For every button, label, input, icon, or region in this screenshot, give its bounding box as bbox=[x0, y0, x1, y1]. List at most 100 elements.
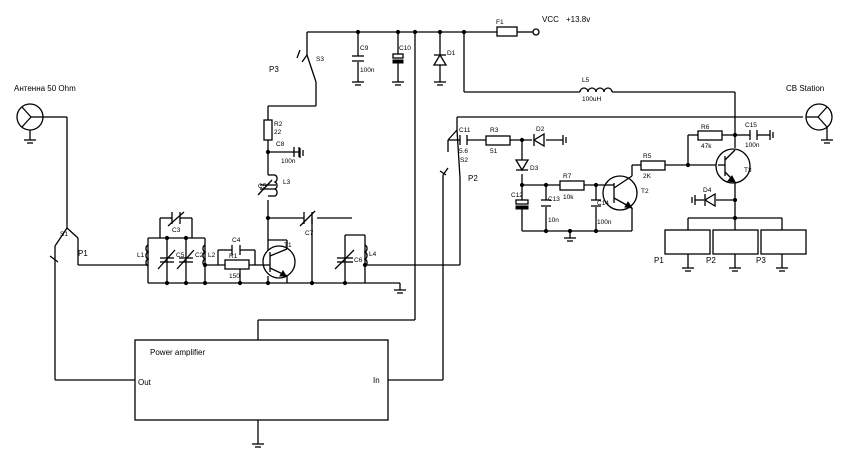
label-l3: L3 bbox=[283, 179, 291, 186]
label-c5-top: C5 bbox=[258, 183, 267, 190]
capacitor-c4 bbox=[231, 245, 241, 255]
diode-d1 bbox=[432, 53, 448, 66]
diode-d2 bbox=[532, 132, 545, 148]
inductor-l1 bbox=[145, 244, 150, 267]
relay-coil-p3 bbox=[760, 229, 807, 255]
label-vcc: VCC bbox=[542, 15, 559, 24]
label-f1: F1 bbox=[496, 19, 504, 26]
label-l1: L1 bbox=[137, 252, 145, 259]
label-r7: R7 bbox=[563, 173, 572, 180]
label-c15: C15 bbox=[745, 122, 757, 129]
label-s1: S1 bbox=[60, 231, 68, 238]
label-d4: D4 bbox=[703, 187, 712, 194]
capacitor-c5-top bbox=[257, 179, 276, 196]
label-c15-val: 100n bbox=[745, 142, 760, 149]
label-c13: C13 bbox=[548, 196, 560, 203]
label-l2: L2 bbox=[208, 252, 216, 259]
label-c9: C9 bbox=[360, 45, 369, 52]
label-d3: D3 bbox=[530, 165, 539, 172]
label-c8: C8 bbox=[276, 141, 285, 148]
relay-coil-p1 bbox=[664, 229, 711, 255]
fuse-f1 bbox=[496, 26, 518, 37]
capacitor-c3 bbox=[167, 211, 185, 227]
resistor-r7 bbox=[559, 180, 585, 191]
resistor-r3 bbox=[485, 135, 511, 146]
resistor-r1 bbox=[224, 259, 250, 270]
capacitor-c8 bbox=[293, 147, 300, 157]
label-r5-val: 2K bbox=[643, 173, 652, 180]
label-d2: D2 bbox=[536, 126, 545, 133]
label-pa-out: Out bbox=[138, 378, 152, 387]
label-c10: C10 bbox=[399, 45, 411, 52]
label-r3: R3 bbox=[490, 127, 499, 134]
label-r1-val: 150 bbox=[229, 273, 240, 280]
label-p3: P3 bbox=[269, 65, 279, 74]
label-voltage: +13.8v bbox=[566, 15, 590, 24]
label-c3: C3 bbox=[172, 227, 181, 234]
switch-contacts bbox=[49, 49, 461, 263]
label-p2: P2 bbox=[468, 174, 478, 183]
label-p1: P1 bbox=[78, 249, 88, 258]
label-c12: C12 bbox=[511, 192, 523, 199]
label-c6: C6 bbox=[354, 257, 363, 264]
diode-d3 bbox=[514, 159, 530, 172]
capacitor-c14 bbox=[591, 199, 601, 207]
label-s3: S3 bbox=[316, 56, 324, 63]
capacitor-c9 bbox=[352, 55, 364, 62]
resistor-r2 bbox=[263, 119, 273, 141]
resistor-r6 bbox=[697, 130, 723, 141]
label-l4: L4 bbox=[369, 251, 377, 258]
label-pa-in: In bbox=[373, 376, 380, 385]
label-r2: R2 bbox=[274, 121, 283, 128]
transistor-t1 bbox=[260, 239, 296, 283]
inductor-l4 bbox=[363, 244, 368, 267]
label-r2-val: 22 bbox=[274, 129, 282, 136]
antenna-right-icon bbox=[805, 103, 833, 131]
transistor-t2 bbox=[602, 175, 638, 211]
label-r7-val: 10k bbox=[563, 194, 574, 201]
label-c14: C14 bbox=[597, 200, 609, 207]
label-c13-val: 10n bbox=[548, 217, 559, 224]
label-s2: S2 bbox=[460, 157, 468, 164]
label-l5-val: 100uH bbox=[582, 96, 601, 103]
label-c8-val: 100n bbox=[281, 158, 296, 165]
label-r5: R5 bbox=[643, 153, 652, 160]
ground-symbols bbox=[24, 81, 833, 448]
label-c14-val: 100n bbox=[597, 219, 612, 226]
label-c9-val: 100n bbox=[360, 67, 375, 74]
relay-coil-p2 bbox=[712, 229, 759, 255]
label-r6: R6 bbox=[701, 124, 710, 131]
label-c11-val: 5.6 bbox=[459, 148, 468, 155]
resistor-r5 bbox=[640, 160, 666, 171]
label-t3: T3 bbox=[744, 167, 752, 174]
capacitor-c10 bbox=[392, 53, 404, 64]
label-l5: L5 bbox=[582, 77, 590, 84]
label-c5: C5 bbox=[176, 252, 185, 259]
inductor-l2 bbox=[202, 244, 207, 267]
label-relay-p3: P3 bbox=[756, 256, 766, 265]
capacitor-c11 bbox=[459, 135, 468, 145]
labels: F1 VCC +13.8v Антенна 50 Ohm CB Station … bbox=[14, 15, 824, 387]
power-amplifier-block bbox=[134, 339, 389, 421]
label-c11: C11 bbox=[459, 127, 471, 134]
label-r1: R1 bbox=[229, 253, 238, 260]
transistor-t3 bbox=[715, 148, 751, 184]
label-antenna-left: Антенна 50 Ohm bbox=[14, 84, 76, 93]
label-d1: D1 bbox=[447, 50, 456, 57]
capacitor-c12 bbox=[515, 199, 529, 210]
capacitor-c2 bbox=[176, 249, 195, 270]
junction-dots bbox=[164, 29, 738, 286]
capacitor-c7 bbox=[299, 210, 316, 227]
capacitor-c6 bbox=[334, 249, 355, 270]
label-t1: T1 bbox=[284, 242, 292, 249]
label-pa-title: Power amplifier bbox=[150, 348, 205, 357]
antenna-left-icon bbox=[16, 103, 54, 131]
label-c7: C7 bbox=[305, 230, 314, 237]
capacitor-c5 bbox=[157, 249, 176, 270]
capacitor-c13 bbox=[541, 199, 551, 207]
label-r6-val: 47k bbox=[701, 143, 712, 150]
label-t2: T2 bbox=[641, 188, 649, 195]
label-r3-val: 51 bbox=[490, 148, 498, 155]
